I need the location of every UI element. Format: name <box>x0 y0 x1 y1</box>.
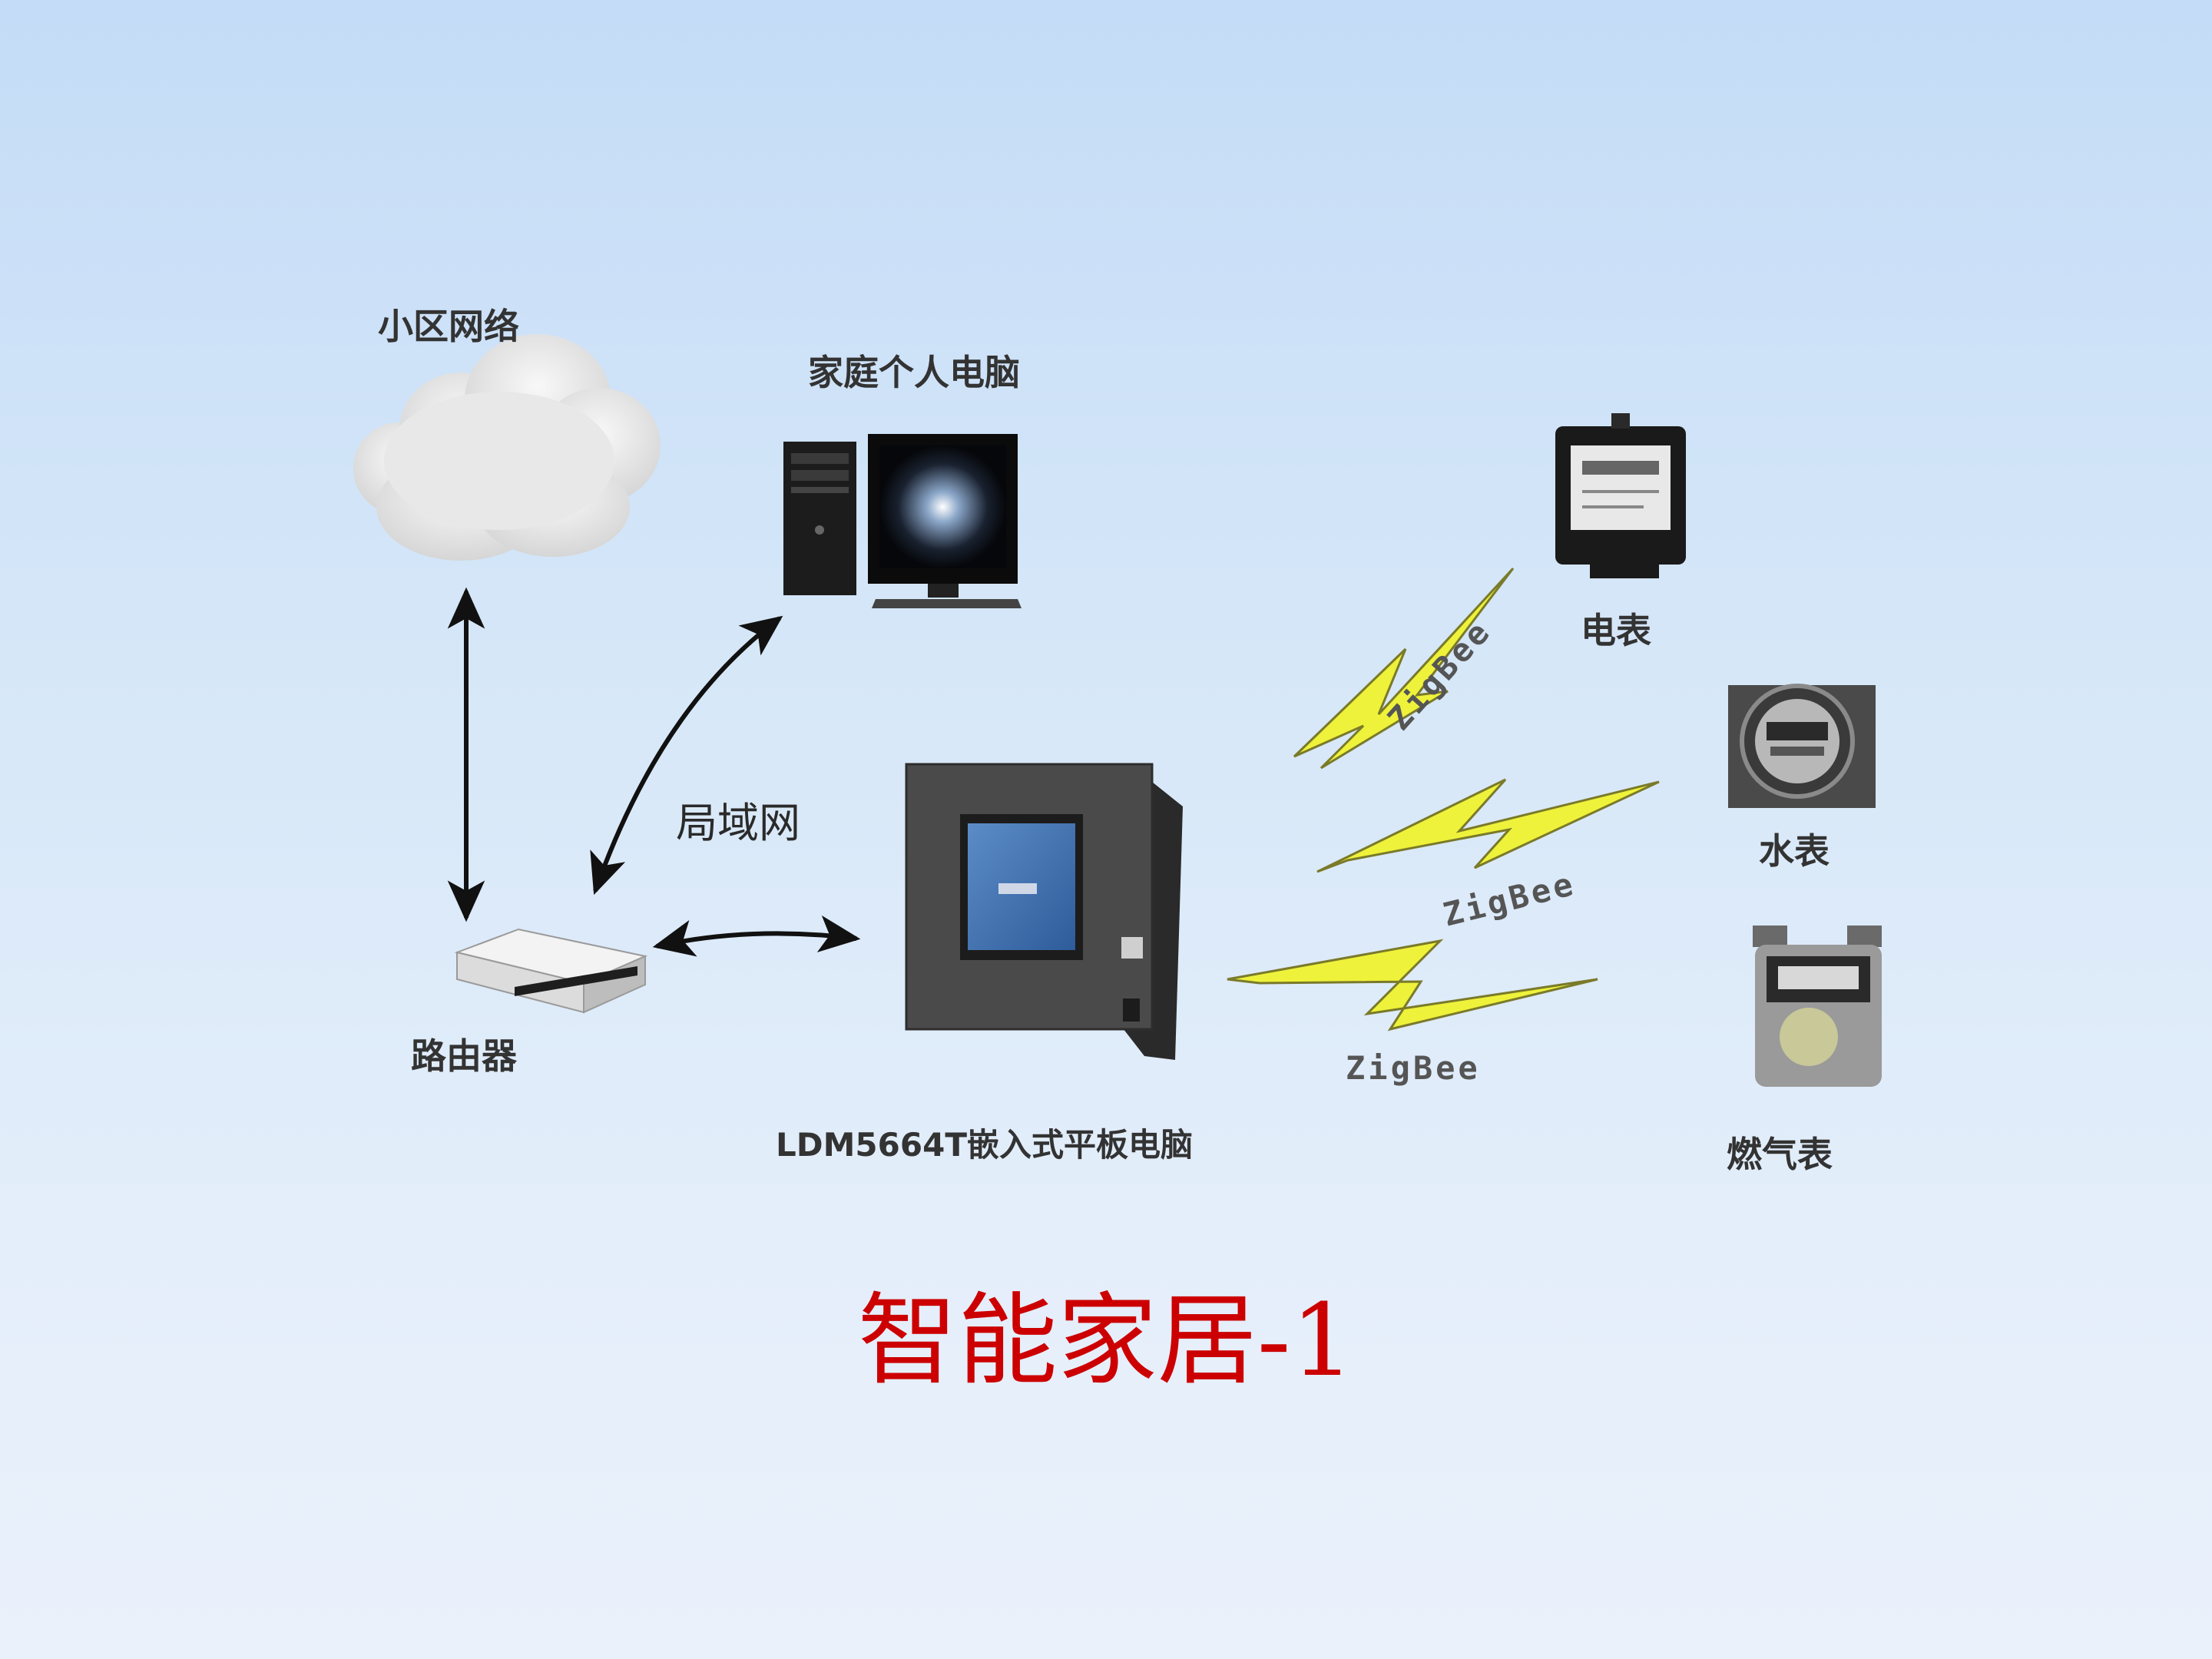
lan-label: 局域网 <box>676 799 800 847</box>
embedded-tablet-icon <box>905 763 1183 1060</box>
gas-meter-icon <box>1753 926 1882 1087</box>
water-meter-label: 水表 <box>1759 830 1830 872</box>
zigbee-bolt-icon <box>1227 939 1598 1031</box>
router-pc-arrow <box>590 615 783 896</box>
router-label: 路由器 <box>411 1035 517 1077</box>
electric-meter-label: 电表 <box>1581 610 1651 651</box>
electric-meter-icon <box>1555 413 1686 578</box>
cloud-icon <box>353 334 661 561</box>
home-pc-label: 家庭个人电脑 <box>808 352 1020 393</box>
router-icon <box>454 928 648 1014</box>
zigbee-label-3: ZigBee <box>1346 1049 1481 1087</box>
gas-meter-label: 燃气表 <box>1727 1134 1833 1175</box>
water-meter-icon <box>1728 684 1876 808</box>
router-tablet-arrow <box>652 915 861 957</box>
community-network-label: 小区网络 <box>378 306 519 347</box>
desktop-computer-icon <box>783 434 1022 608</box>
zigbee-bolt-icon <box>1316 778 1660 873</box>
slide-title: 智能家居-1 <box>857 1282 1355 1399</box>
tablet-label: LDM5664T嵌入式平板电脑 <box>776 1126 1193 1164</box>
zigbee-bolt-icon <box>1293 567 1515 770</box>
